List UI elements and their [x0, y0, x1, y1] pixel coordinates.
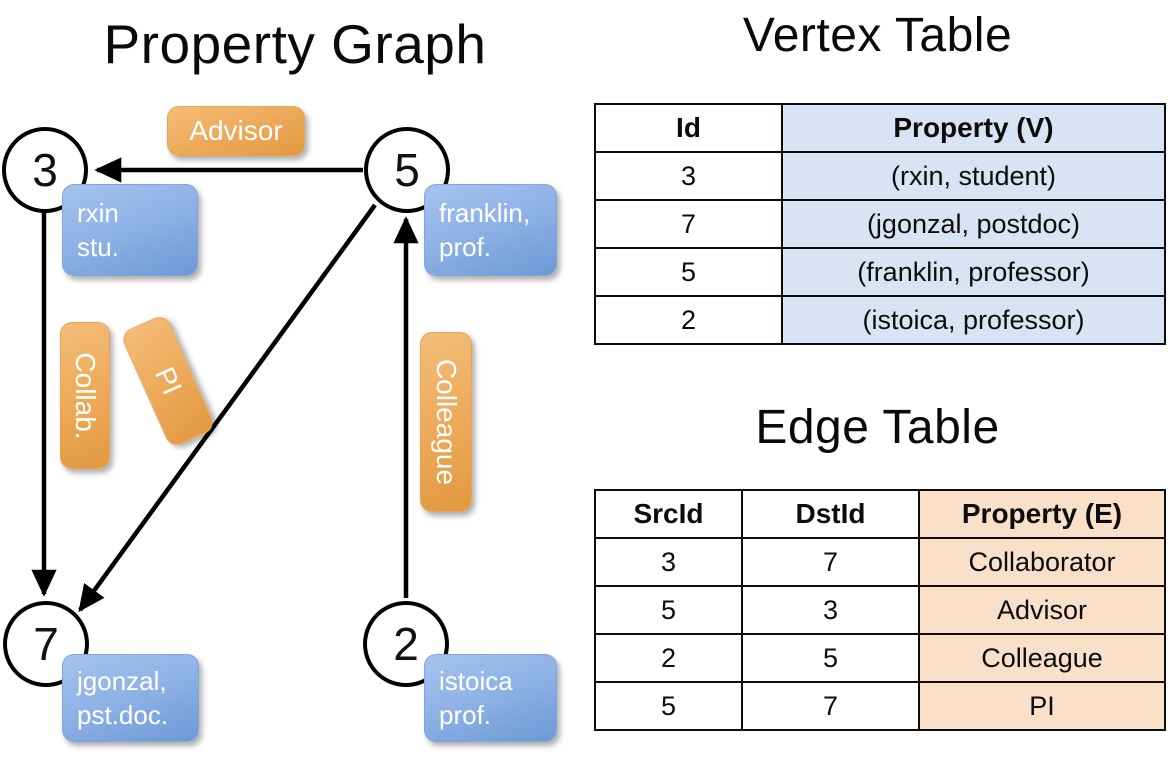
vertex-property-box-rxin-lines: rxin stu.: [63, 185, 197, 275]
vertex-property-jgonzal-line2: pst.doc.: [77, 700, 169, 730]
vertex-property-box-jgonzal-lines: jgonzal, pst.doc.: [63, 655, 198, 741]
edge-table-header-srcid: SrcId: [594, 489, 743, 539]
graph-node-5-label: 5: [394, 144, 420, 196]
edge-table-header-row: SrcId DstId Property (E): [594, 489, 1166, 539]
vertex-property-istoica-line1: istoica: [439, 665, 513, 696]
edge-cell-srcid: 5: [594, 681, 743, 731]
vertex-property-rxin-line1: rxin: [77, 197, 119, 228]
edge-table-header-dstid: DstId: [741, 489, 920, 539]
table-row[interactable]: 2 (istoica, professor): [594, 295, 1166, 345]
section-title-vertex-table: Vertex Table: [742, 9, 1013, 62]
table-row[interactable]: 5 3 Advisor: [594, 585, 1166, 635]
edge-5-to-7: [78, 203, 377, 613]
edge-cell-dstid: 7: [741, 537, 920, 587]
vertex-property-box-rxin[interactable]: rxin stu.: [62, 184, 198, 276]
vertex-property-box-istoica-lines: istoica prof.: [425, 655, 556, 741]
vertex-cell-id: 5: [594, 247, 783, 297]
table-row[interactable]: 2 5 Colleague: [594, 633, 1166, 683]
edge-cell-dstid: 3: [741, 585, 920, 635]
graph-node-7-label: 7: [33, 618, 59, 670]
edge-table-header-property: Property (E): [918, 489, 1166, 539]
graph-node-2[interactable]: 2: [363, 601, 449, 687]
edge-label-advisor-text: Advisor: [189, 115, 283, 146]
vertex-property-franklin-line2: prof.: [439, 232, 492, 262]
edge-cell-property: PI: [918, 681, 1166, 731]
page-title-property-graph: Property Graph: [103, 13, 487, 75]
property-graph-diagram: 3 5 7 2 rxin stu. franklin, prof. jgonza…: [2, 106, 557, 742]
edge-cell-property: Advisor: [918, 585, 1166, 635]
vertex-cell-property: (istoica, professor): [781, 295, 1166, 345]
edge-label-box-collab[interactable]: Collab.: [60, 322, 110, 469]
vertex-cell-id: 2: [594, 295, 783, 345]
edge-cell-srcid: 5: [594, 585, 743, 635]
vertex-table-header-id: Id: [594, 103, 783, 153]
graph-node-3-label: 3: [32, 144, 58, 196]
edge-label-pi-text: PI: [148, 362, 188, 400]
edge-label-colleague-text: Colleague: [431, 358, 462, 486]
graph-node-2-label: 2: [393, 618, 419, 670]
edge-cell-srcid: 2: [594, 633, 743, 683]
edge-cell-dstid: 7: [741, 681, 920, 731]
vertex-table-header-property: Property (V): [781, 103, 1166, 153]
vertex-property-box-jgonzal[interactable]: jgonzal, pst.doc.: [62, 654, 199, 742]
table-row[interactable]: 7 (jgonzal, postdoc): [594, 199, 1166, 249]
vertex-property-box-franklin[interactable]: franklin, prof.: [424, 184, 557, 276]
vertex-table: Id Property (V) 3 (rxin, student) 7 (jgo…: [594, 103, 1166, 345]
vertex-cell-id: 7: [594, 199, 783, 249]
vertex-property-box-franklin-lines: franklin, prof.: [425, 185, 556, 275]
edge-label-box-advisor[interactable]: Advisor: [167, 106, 305, 156]
vertex-cell-property: (franklin, professor): [781, 247, 1166, 297]
graph-edge-lines: [31, 157, 419, 613]
vertex-property-rxin-line2: stu.: [77, 232, 119, 262]
vertex-cell-id: 3: [594, 151, 783, 201]
table-row[interactable]: 3 (rxin, student): [594, 151, 1166, 201]
vertex-table-header-row: Id Property (V): [594, 103, 1166, 153]
edge-table: SrcId DstId Property (E) 3 7 Collaborato…: [594, 489, 1166, 731]
edge-cell-property: Collaborator: [918, 537, 1166, 587]
vertex-cell-property: (rxin, student): [781, 151, 1166, 201]
edge-cell-srcid: 3: [594, 537, 743, 587]
table-row[interactable]: 5 (franklin, professor): [594, 247, 1166, 297]
table-row[interactable]: 5 7 PI: [594, 681, 1166, 731]
graph-node-5[interactable]: 5: [364, 127, 450, 213]
vertex-cell-property: (jgonzal, postdoc): [781, 199, 1166, 249]
vertex-property-franklin-line1: franklin,: [439, 197, 531, 228]
vertex-property-jgonzal-line1: jgonzal,: [77, 665, 167, 696]
edge-cell-dstid: 5: [741, 633, 920, 683]
vertex-property-istoica-line2: prof.: [439, 700, 492, 730]
table-row[interactable]: 3 7 Collaborator: [594, 537, 1166, 587]
vertex-property-box-istoica[interactable]: istoica prof.: [424, 654, 557, 742]
edge-label-collab-text: Collab.: [70, 351, 101, 440]
section-title-edge-table: Edge Table: [755, 401, 1000, 454]
edge-cell-property: Colleague: [918, 633, 1166, 683]
edge-label-box-colleague[interactable]: Colleague: [420, 332, 472, 512]
